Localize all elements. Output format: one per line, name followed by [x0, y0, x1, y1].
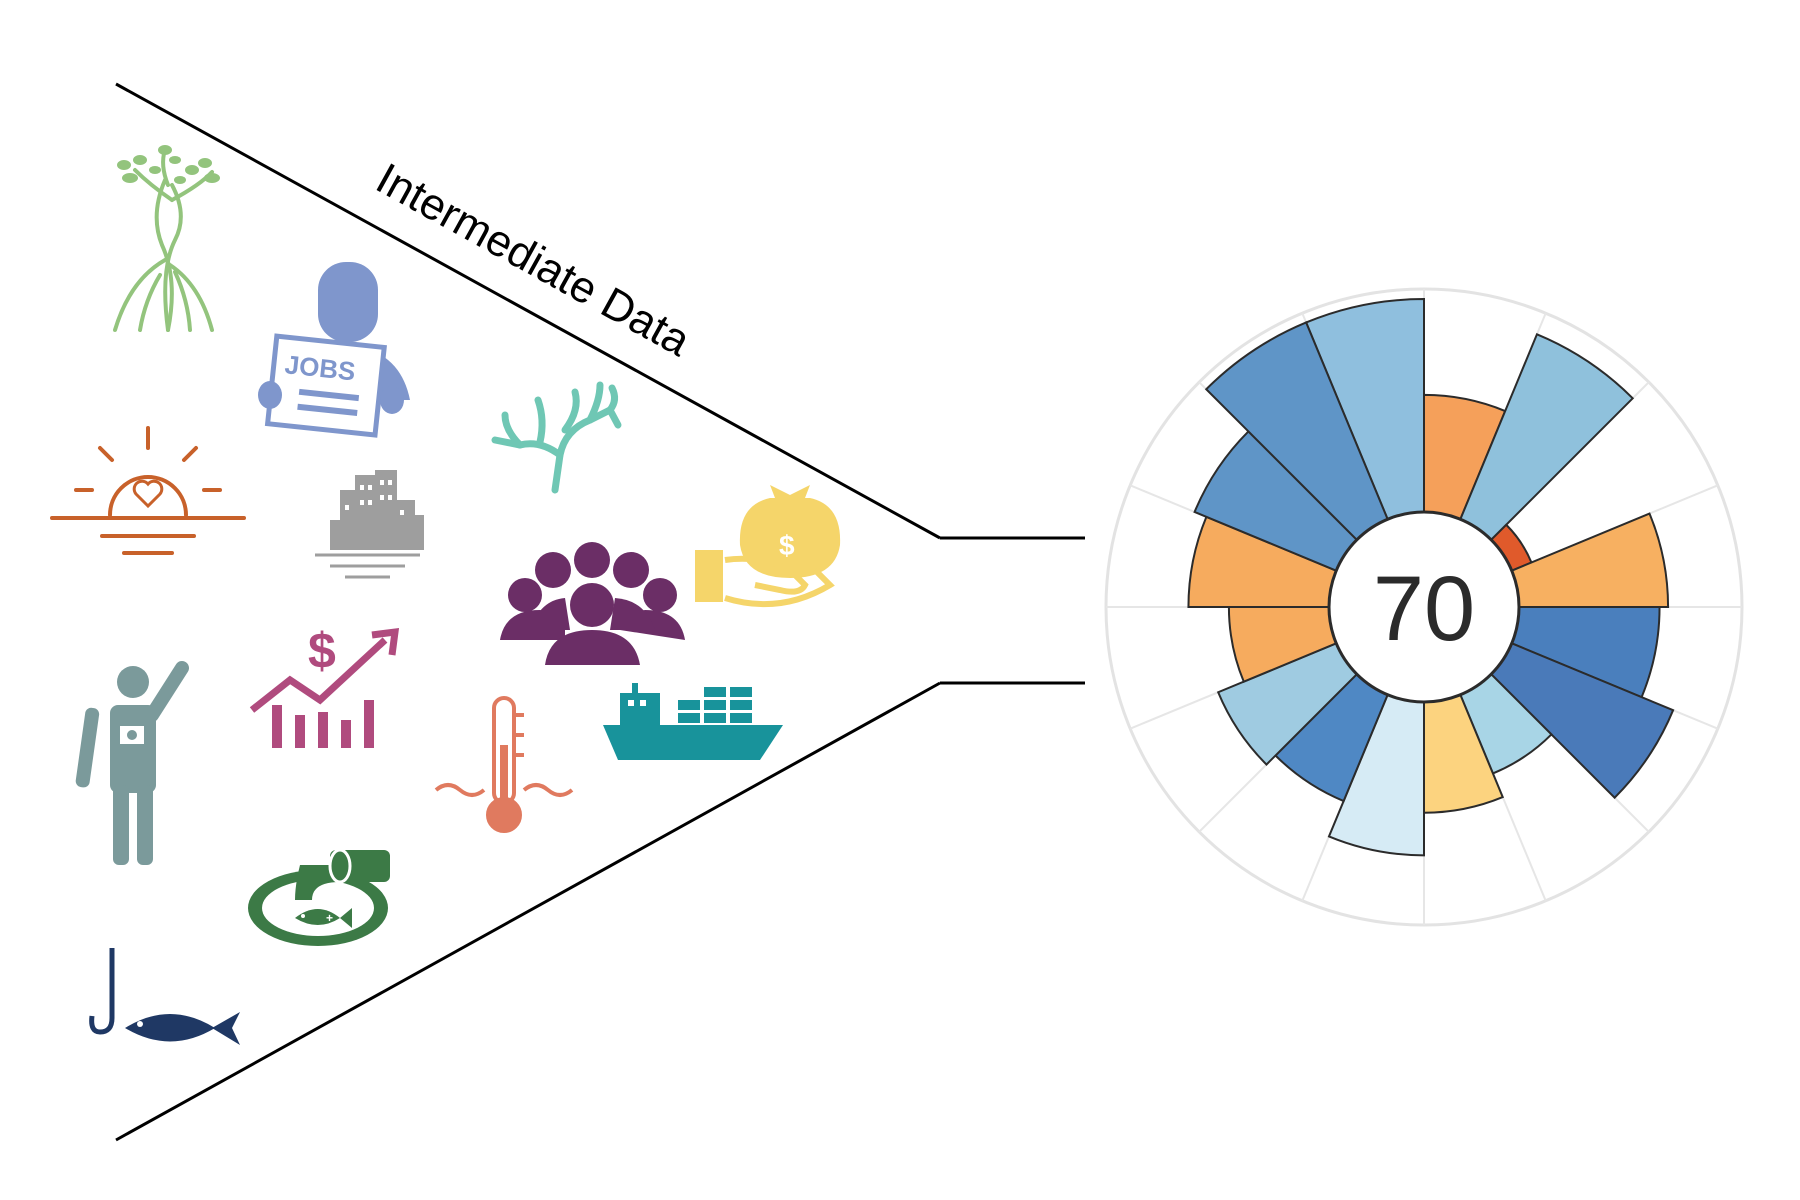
funnel-bottom-line [115, 681, 941, 1142]
city-buildings-icon [315, 470, 424, 579]
thermometer-water-icon [434, 696, 574, 833]
economy-growth-icon: $ [249, 623, 400, 748]
polar-score-chart: 70 [1104, 287, 1744, 927]
pollution-pipe-fish-icon: + [248, 848, 390, 946]
sunset-heart-icon [50, 426, 246, 555]
fishing-hook-fish-icon [89, 948, 240, 1045]
score-value: 70 [1373, 558, 1475, 660]
mangrove-tree-icon [113, 145, 220, 332]
money-bag-hand-icon: $ [695, 485, 841, 608]
tourist-person-icon [75, 661, 189, 865]
polar-bars [1187, 298, 1675, 857]
polar-bar-4 [1510, 512, 1670, 608]
jobs-text: JOBS [283, 349, 357, 386]
svg-text:+: + [326, 911, 333, 925]
score-center-circle [1327, 510, 1521, 704]
jobs-person-icon: JOBS [258, 262, 410, 438]
money-bag-dollar: $ [779, 530, 795, 561]
cargo-ship-icon [603, 683, 783, 760]
people-group-icon [500, 542, 685, 665]
coral-icon [491, 381, 622, 494]
funnel-label: Intermediate Data [368, 154, 698, 366]
growth-dollar: $ [308, 623, 336, 679]
funnel-top-line [115, 82, 941, 540]
